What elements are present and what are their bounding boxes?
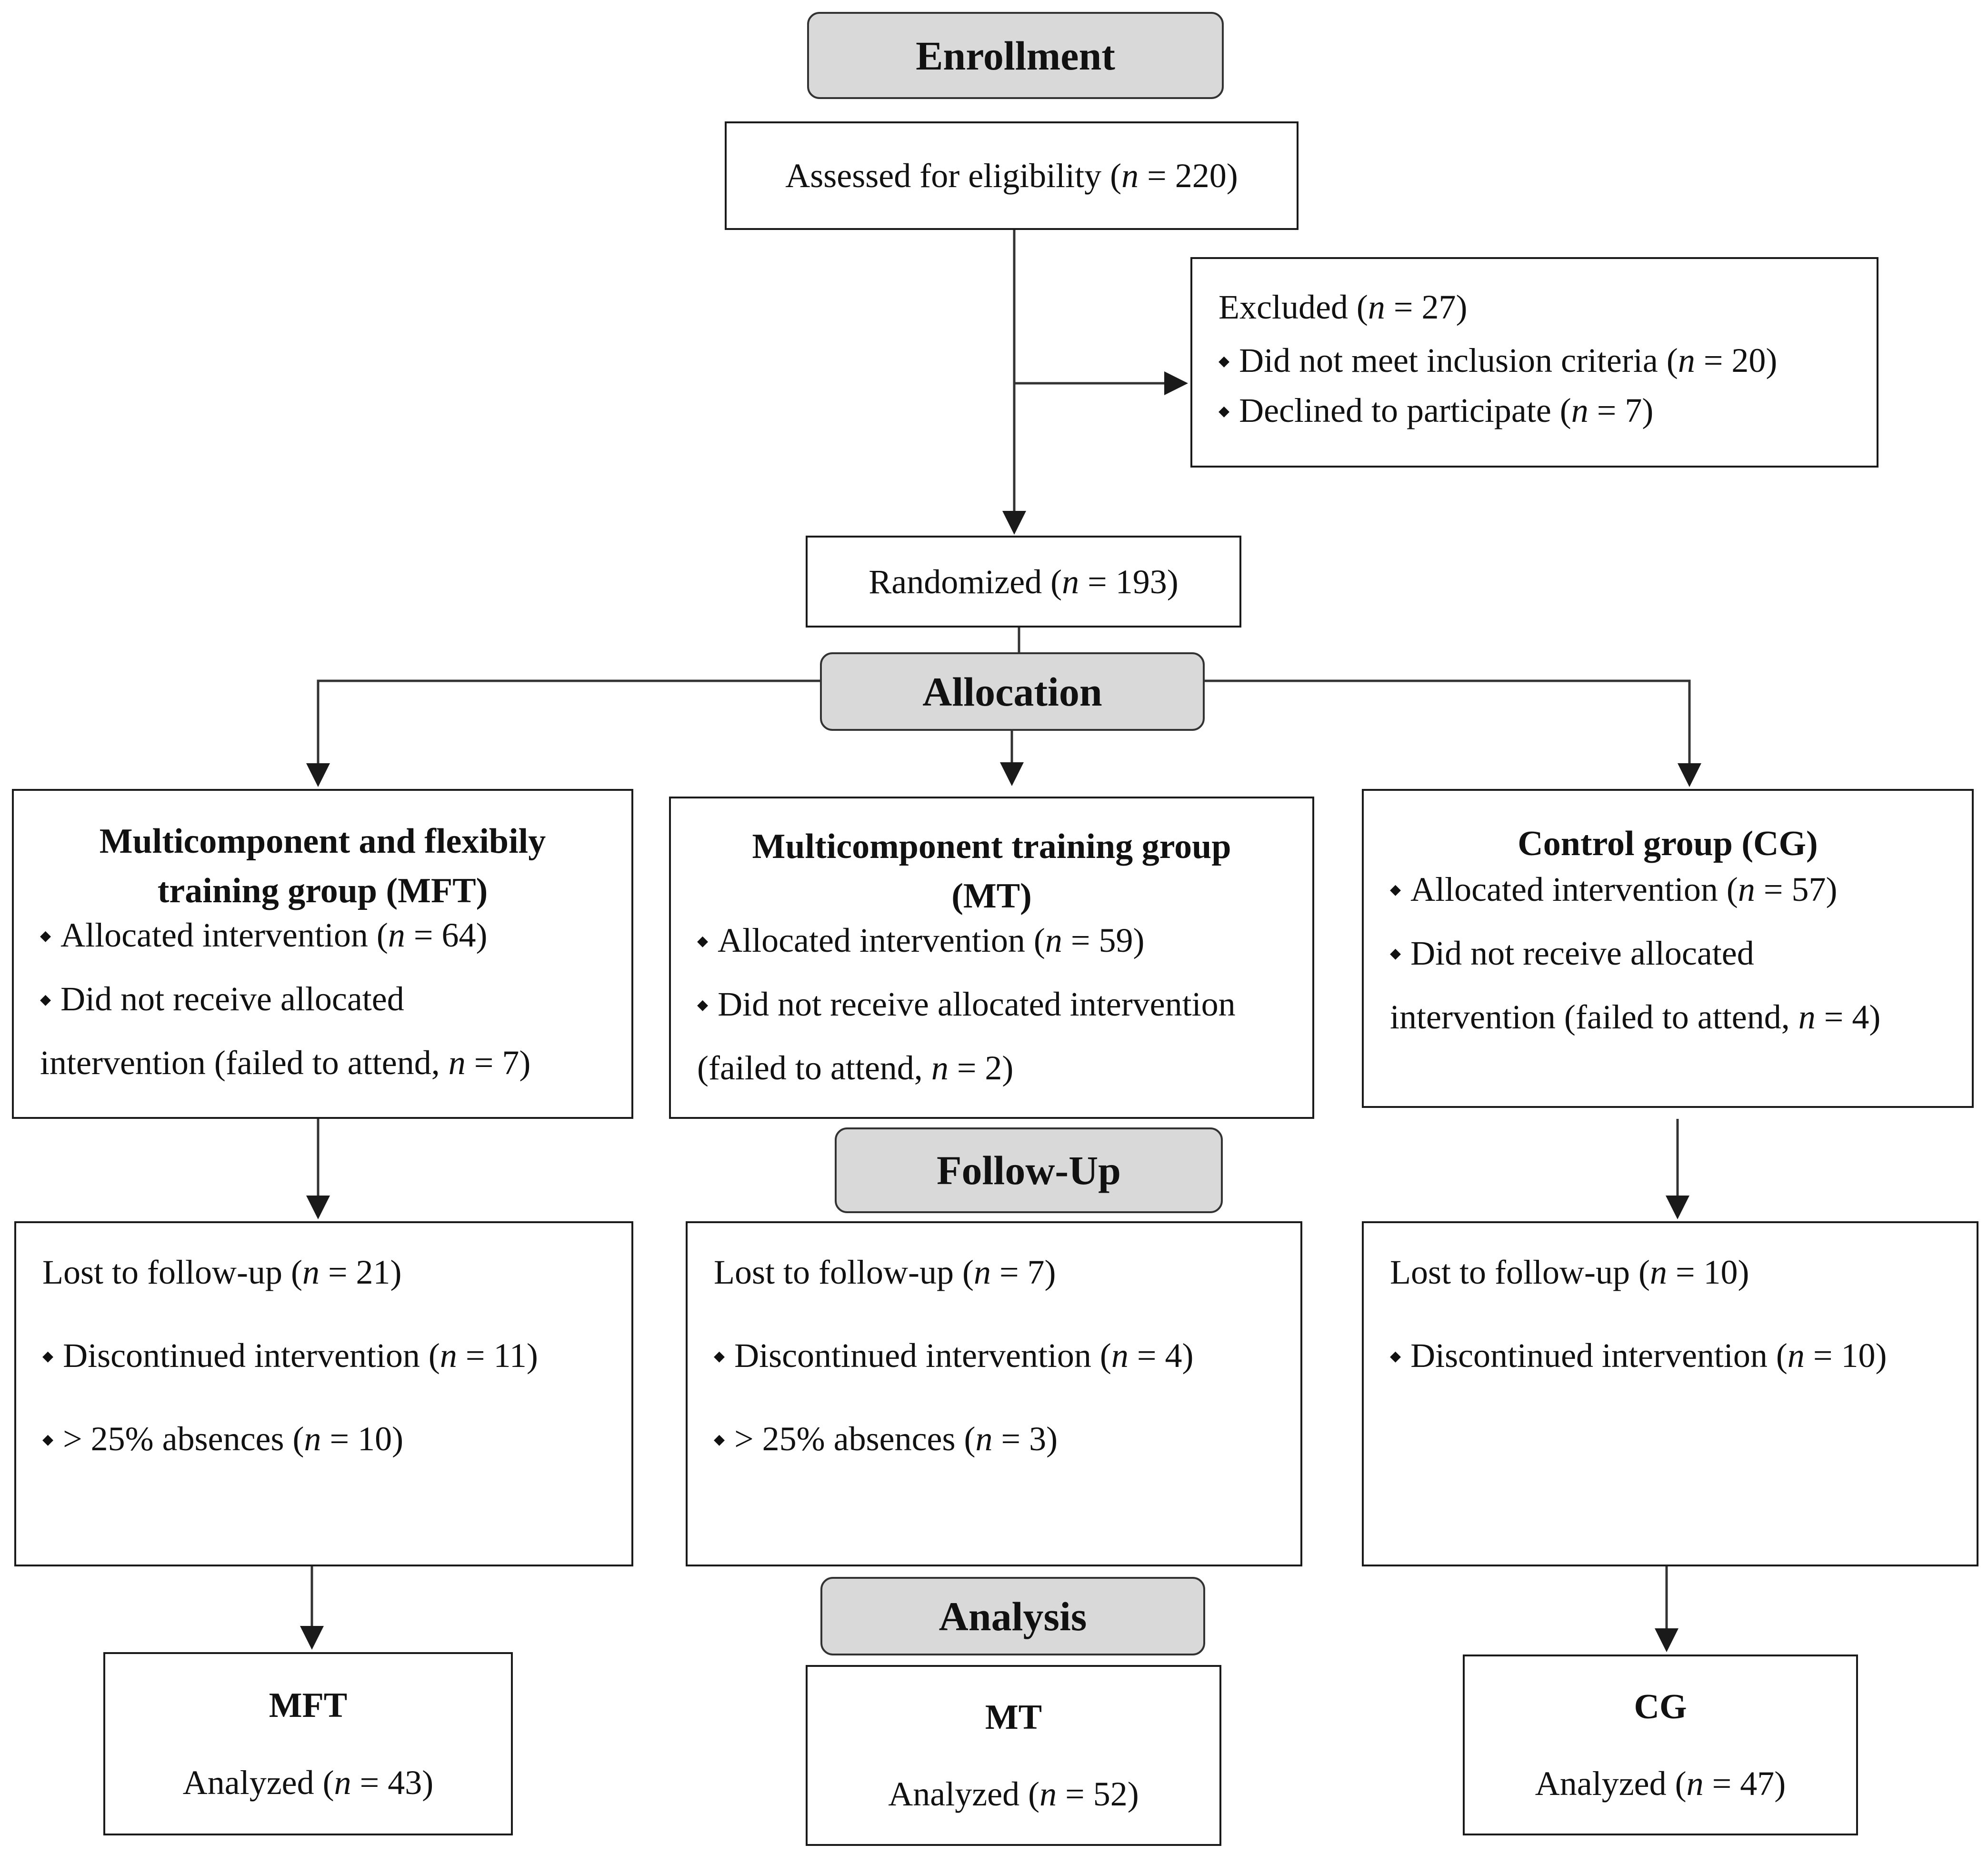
stage-enrollment-label: Enrollment [916,32,1115,79]
stage-follow-up: Follow-Up [835,1127,1223,1213]
randomized-text: Randomized (n = 193) [869,562,1179,601]
stage-enrollment: Enrollment [807,12,1224,99]
followup-box-cg: Lost to follow-up (n = 10) Discontinued … [1362,1221,1978,1566]
group-not-received-mft: Did not receive allocated [40,977,631,1020]
group-not-received-cg-cont: intervention (failed to attend, n = 4) [1390,997,1881,1036]
group-not-received-mt: Did not receive allocated intervention [697,983,1312,1026]
stage-analysis-label: Analysis [939,1593,1087,1639]
group-allocated-mt: Allocated intervention (n = 59) [697,919,1312,962]
arrow-allocation-to-mft [306,679,820,787]
analysis-box-mft: MFT Analyzed (n = 43) [103,1652,513,1835]
followup-box-mt: Lost to follow-up (n = 7) Discontinued i… [686,1221,1302,1566]
randomized-box: Randomized (n = 193) [806,536,1241,628]
group-not-received-mt-cont: (failed to attend, n = 2) [697,1049,1014,1087]
group-box-mt: Multicomponent training group (MT) Alloc… [669,797,1314,1119]
group-not-received-mft-cont: intervention (failed to attend, n = 7) [40,1044,531,1082]
analysis-title-cg: CG [1634,1687,1687,1726]
excluded-head: Excluded (n = 27) [1219,288,1468,326]
followup-absences-mft: > 25% absences (n = 10) [42,1417,631,1460]
stage-follow-up-label: Follow-Up [937,1147,1121,1193]
analysis-box-cg: CG Analyzed (n = 47) [1463,1655,1858,1835]
stage-analysis: Analysis [820,1577,1205,1655]
excluded-item: Did not meet inclusion criteria (n = 20) [1219,339,1877,382]
arrow-allocation-to-cg [1204,679,1701,787]
group-title-mft: Multicomponent and flexibily training gr… [99,822,546,910]
followup-discontinued-mt: Discontinued intervention (n = 4) [714,1334,1300,1377]
followup-box-mft: Lost to follow-up (n = 21) Discontinued … [14,1221,633,1566]
assessed-box: Assessed for eligibility (n = 220) [725,121,1299,230]
followup-absences-mt: > 25% absences (n = 3) [714,1417,1300,1460]
excluded-box: Excluded (n = 27) Did not meet inclusion… [1190,257,1878,468]
group-allocated-cg: Allocated intervention (n = 57) [1390,868,1972,911]
followup-discontinued-cg: Discontinued intervention (n = 10) [1390,1334,1977,1377]
analysis-title-mt: MT [985,1697,1042,1737]
analysis-count-mft: Analyzed (n = 43) [182,1763,434,1802]
analysis-box-mt: MT Analyzed (n = 52) [806,1665,1221,1846]
followup-lost-cg: Lost to follow-up (n = 10) [1390,1253,1749,1291]
assessed-text: Assessed for eligibility (n = 220) [785,157,1238,195]
analysis-title-mft: MFT [269,1686,348,1725]
group-not-received-cg: Did not receive allocated [1390,932,1972,975]
analysis-count-cg: Analyzed (n = 47) [1535,1764,1786,1803]
group-title-cg: Control group (CG) [1518,824,1818,863]
stage-allocation: Allocation [820,652,1205,731]
group-box-mft: Multicomponent and flexibily training gr… [12,789,633,1119]
followup-lost-mt: Lost to follow-up (n = 7) [714,1253,1056,1291]
group-box-cg: Control group (CG) Allocated interventio… [1362,789,1974,1108]
group-title-mt: Multicomponent training group (MT) [752,827,1231,916]
stage-allocation-label: Allocation [922,668,1102,715]
analysis-count-mt: Analyzed (n = 52) [888,1775,1139,1814]
group-allocated-mft: Allocated intervention (n = 64) [40,914,631,957]
followup-discontinued-mft: Discontinued intervention (n = 11) [42,1334,631,1377]
excluded-item: Declined to participate (n = 7) [1219,389,1877,432]
followup-lost-mft: Lost to follow-up (n = 21) [42,1253,402,1291]
